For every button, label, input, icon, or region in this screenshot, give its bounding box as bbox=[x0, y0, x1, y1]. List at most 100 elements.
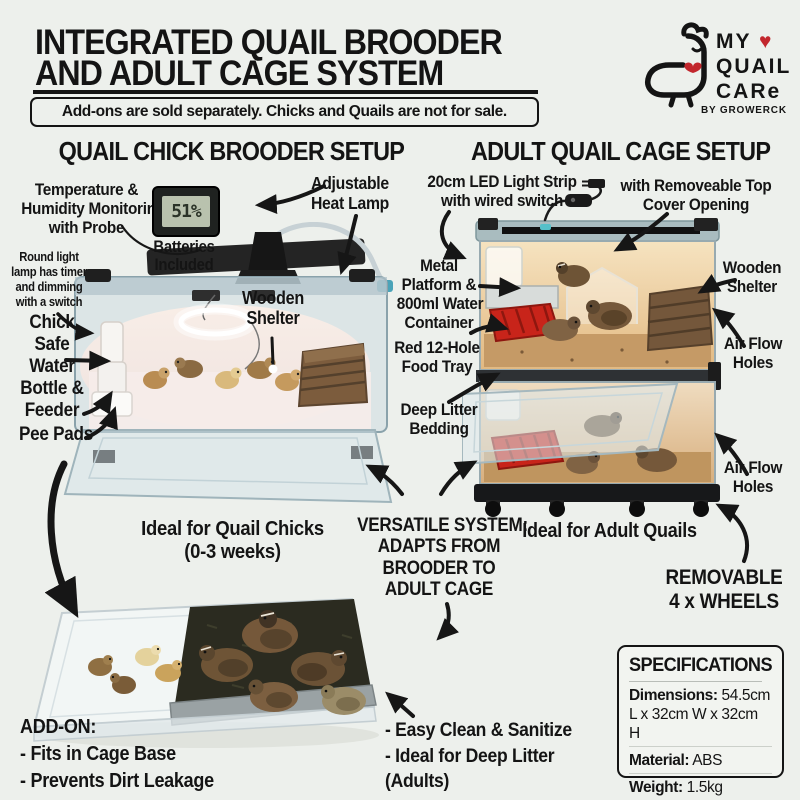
label-line: lamp has timer bbox=[11, 265, 87, 279]
label-line: Container bbox=[404, 313, 474, 333]
label-line: Holes bbox=[732, 353, 774, 373]
caption-adult: Ideal for Adult Quails bbox=[522, 520, 697, 542]
label-line: with wired switch bbox=[440, 191, 564, 211]
cleaning-text: - Easy Clean & Sanitize - Ideal for Deep … bbox=[385, 718, 572, 795]
arrow-easy-clean bbox=[385, 691, 415, 718]
water-container-illustration bbox=[485, 246, 523, 288]
hygrometer-reading: 51% bbox=[162, 196, 210, 227]
label-line: Temperature & bbox=[34, 180, 139, 199]
label-line: Red 12-Hole bbox=[394, 338, 480, 357]
logo-byline: BY GROWERCK bbox=[701, 105, 787, 116]
adult-quails-top-illustration bbox=[542, 262, 632, 341]
label-line: ADAPTS FROM bbox=[377, 536, 501, 558]
label-line: Holes bbox=[732, 477, 774, 497]
wheeled-base-illustration bbox=[474, 484, 720, 517]
label-line: Bottle & bbox=[20, 378, 84, 400]
page-title-line1: INTEGRATED QUAIL BROODER bbox=[35, 23, 503, 62]
quail-logo-icon bbox=[645, 22, 709, 108]
page-title: INTEGRATED QUAIL BROODER AND ADULT CAGE … bbox=[35, 23, 543, 93]
addon-text: ADD-ON: - Fits in Cage Base - Prevents Dir… bbox=[20, 714, 232, 795]
label-line: VERSATILE SYSTEM: bbox=[357, 515, 528, 536]
label-line: REMOVABLE bbox=[665, 566, 783, 589]
label-line: 4 x WHEELS bbox=[669, 590, 779, 614]
label-line: - Ideal for Deep Litter bbox=[385, 744, 555, 767]
arrow-led-strip bbox=[439, 210, 467, 260]
top-cover-illustration bbox=[475, 218, 720, 242]
label-line: Shelter bbox=[726, 277, 777, 297]
label-line: Metal bbox=[420, 256, 458, 275]
label-line: Chick bbox=[29, 312, 75, 333]
specs-material: Material: ABS bbox=[629, 747, 772, 774]
label-line: with a switch bbox=[15, 295, 83, 309]
label-line: (0-3 weeks) bbox=[184, 540, 281, 564]
adult-heading: ADULT QUAIL CAGE SETUP bbox=[471, 136, 771, 166]
label-line: Water bbox=[29, 356, 75, 378]
bottom-flap-illustration bbox=[462, 382, 679, 466]
label-pee-pads: Pee Pads bbox=[19, 424, 93, 445]
label-line: Deep Litter bbox=[400, 400, 478, 419]
label-line: - Fits in Cage Base bbox=[20, 743, 176, 765]
label-line: Shelter bbox=[246, 308, 300, 329]
specs-heading: SPECIFICATIONS bbox=[629, 654, 773, 682]
label-line: Ideal for Quail Chicks bbox=[141, 517, 324, 540]
label-line: Adjustable bbox=[311, 173, 389, 193]
label-line: Safe bbox=[34, 334, 70, 356]
label-line: Feeder bbox=[24, 400, 80, 422]
specs-box: SPECIFICATIONS Dimensions: 54.5cm L x 32… bbox=[617, 645, 784, 796]
brooder-photo bbox=[63, 222, 393, 504]
label-line: Heat Lamp bbox=[310, 192, 390, 213]
label-line: (Adults) bbox=[385, 770, 450, 793]
brooder-heading: QUAIL CHICK BROODER SETUP bbox=[58, 136, 405, 166]
label-line: BROODER TO bbox=[382, 557, 496, 579]
label-line: Wooden bbox=[722, 258, 782, 277]
label-line: Included bbox=[154, 256, 214, 275]
label-line: Round light bbox=[19, 250, 79, 264]
logo-cheek-heart-icon bbox=[684, 62, 702, 73]
chicks-illustration bbox=[143, 357, 302, 391]
tray-chicks-illustration bbox=[88, 645, 182, 694]
label-line: ADD-ON: bbox=[20, 716, 97, 738]
label-line: Platform & bbox=[401, 275, 477, 295]
logo-line1: MY ♥ bbox=[716, 30, 774, 53]
label-line: Cover Opening bbox=[642, 195, 750, 215]
adult-cage-photo bbox=[462, 218, 721, 517]
disclaimer-text: Add-ons are sold separately. Chicks and … bbox=[62, 103, 507, 120]
ring-light-illustration bbox=[173, 294, 260, 370]
label-line: Wooden bbox=[242, 288, 304, 308]
logo-line3: CARe bbox=[716, 80, 782, 103]
label-line: 800ml Water bbox=[396, 294, 484, 314]
label-line: ADULT CAGE bbox=[384, 578, 494, 600]
label-line: with Probe bbox=[48, 218, 125, 238]
label-line: Bedding bbox=[409, 419, 469, 439]
wooden-shelter-illustration bbox=[297, 342, 369, 408]
arrow-versatile-down bbox=[436, 602, 459, 641]
heart-icon: ♥ bbox=[758, 30, 774, 53]
logo-line2: QUAIL bbox=[716, 55, 792, 78]
page-title-line2: AND ADULT CAGE SYSTEM bbox=[35, 54, 444, 93]
label-line: Batteries bbox=[153, 238, 215, 256]
label-line: and dimming bbox=[15, 280, 83, 294]
front-flap-illustration bbox=[63, 429, 393, 504]
label-line: Air Flow bbox=[723, 334, 783, 353]
label-line: - Easy Clean & Sanitize bbox=[385, 719, 572, 741]
caption-brooder: Ideal for Quail Chicks(0-3 weeks) bbox=[118, 517, 348, 564]
addon-tray-photo bbox=[32, 597, 379, 748]
title-underline bbox=[33, 90, 538, 94]
tray-quails-illustration bbox=[199, 610, 366, 715]
label-line: - Prevents Dirt Leakage bbox=[20, 770, 214, 792]
specs-weight: Weight: 1.5kg bbox=[629, 779, 723, 796]
